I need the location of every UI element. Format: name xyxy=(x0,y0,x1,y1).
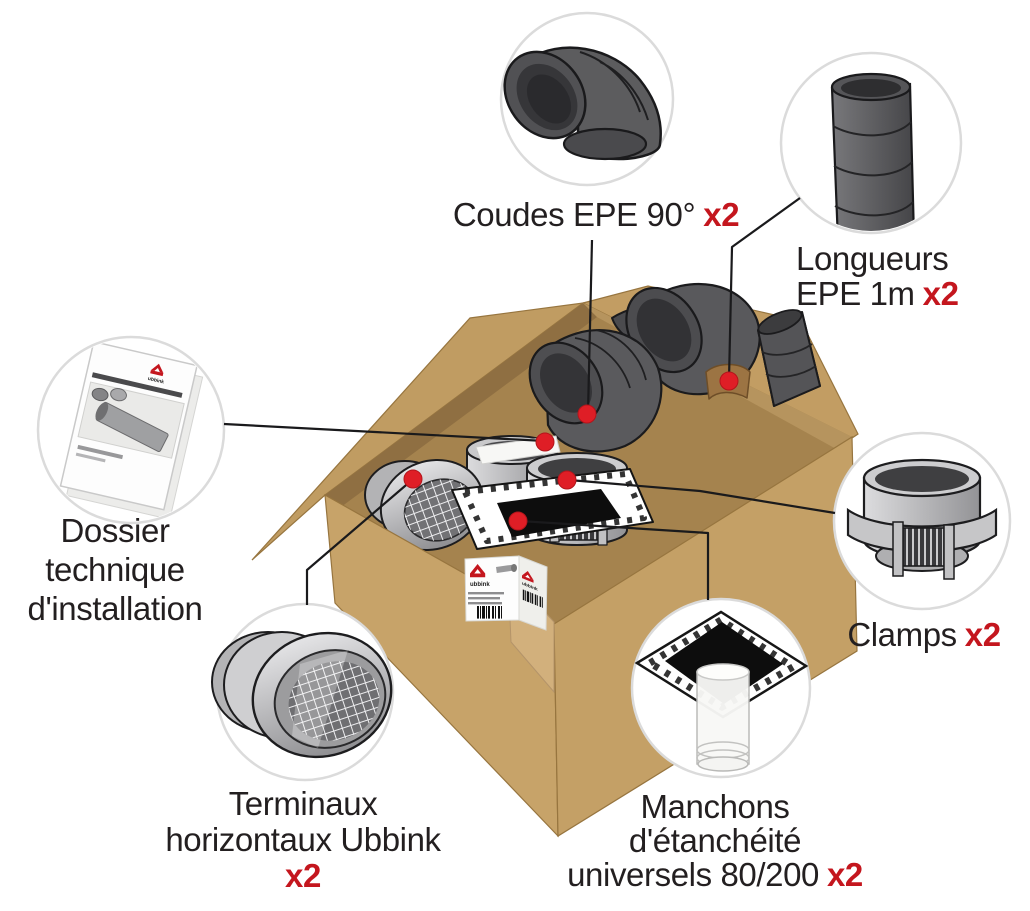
manchon-sleeve xyxy=(696,663,750,772)
dot-longueurs xyxy=(719,371,739,391)
dossier-label-line1: Dossier xyxy=(60,512,170,549)
manchons-label-line2: d'étanchéité xyxy=(628,822,802,859)
coudes-qty: x2 xyxy=(703,196,740,233)
label-barcode xyxy=(477,606,502,619)
terminal-highlight xyxy=(292,650,348,748)
elbow-detail xyxy=(503,46,662,161)
manchons-label-line3: universels 80/200 xyxy=(567,856,819,893)
terminal-detail xyxy=(211,631,393,759)
manchon-detail xyxy=(634,610,809,772)
dossier-label-line2: technique xyxy=(45,551,185,588)
dossier-label-line3: d'installation xyxy=(27,590,203,627)
terminaux-line xyxy=(305,479,413,605)
clamp-detail xyxy=(846,458,998,580)
dot-clamps xyxy=(557,470,577,490)
tube-detail xyxy=(830,72,916,231)
coudes-line xyxy=(586,239,594,414)
dot-dossier xyxy=(535,432,555,452)
callout-lines xyxy=(223,197,836,605)
dossier-line xyxy=(223,422,546,443)
manchons-label-line1: Manchons xyxy=(640,788,790,825)
box-shipping-label: ubbink ubbink xyxy=(464,555,548,631)
terminaux-label: Terminaux horizontaux Ubbink x2 xyxy=(153,786,453,894)
coudes-label: Coudes EPE 90°x2 xyxy=(396,197,796,232)
pipe-in-box xyxy=(757,309,821,407)
longueurs-label-line2: EPE 1m xyxy=(796,275,915,312)
elbow-1-seams xyxy=(574,329,647,389)
longueurs-line xyxy=(727,197,801,380)
clamps-line xyxy=(568,478,836,515)
coudes-label-text: Coudes EPE 90° xyxy=(452,196,696,233)
terminaux-qty: x2 xyxy=(285,857,321,894)
elbow-2-bore xyxy=(636,298,692,362)
dot-manchons xyxy=(508,511,528,531)
box-inner-wall-left xyxy=(325,303,597,507)
label-text-lines xyxy=(468,592,504,605)
clamps-qty: x2 xyxy=(964,616,1001,653)
elbow-1-bore xyxy=(540,353,592,413)
label-product-drawing xyxy=(495,564,517,573)
terminaux-label-line1: Terminaux xyxy=(228,785,378,822)
terminaux-label-line2: horizontaux Ubbink xyxy=(165,821,441,858)
manchons-qty: x2 xyxy=(826,856,863,893)
box-contents xyxy=(364,282,821,552)
dossier-label: Dossier technique d'installation xyxy=(3,511,227,628)
booklet-brand: ubbink xyxy=(147,376,165,386)
longueurs-label-line1: Longueurs xyxy=(796,240,949,277)
booklet-detail: ubbink xyxy=(59,340,204,520)
dot-terminaux xyxy=(403,469,423,489)
manchon-in-box xyxy=(451,468,654,550)
booklet-title-bar xyxy=(91,372,183,398)
dot-coudes xyxy=(577,404,597,424)
manchons-line xyxy=(519,519,710,600)
callout-dots xyxy=(403,371,739,531)
box-label-brand: ubbink xyxy=(470,582,490,588)
longueurs-qty: x2 xyxy=(922,275,959,312)
clamps-label-text: Clamps xyxy=(847,616,957,653)
